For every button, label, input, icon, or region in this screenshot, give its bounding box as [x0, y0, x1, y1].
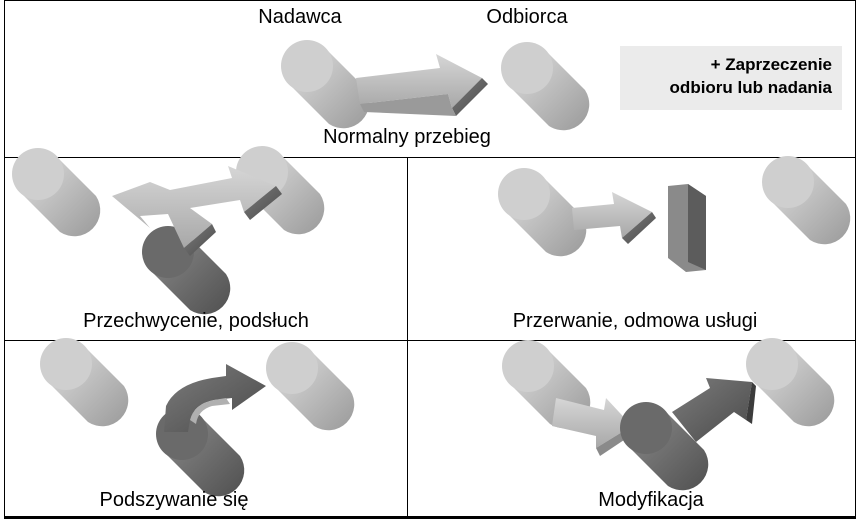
interruption-caption: Przerwanie, odmowa usługi	[513, 310, 758, 333]
arrow-normal	[356, 54, 488, 116]
cylinder-sender	[1, 137, 100, 236]
sender-label: Nadawca	[258, 6, 341, 29]
cylinder-sender	[487, 157, 586, 256]
non-repudiation-note: + Zaprzeczenie odbioru lub nadania	[620, 46, 842, 110]
impersonation-caption: Podszywanie się	[100, 489, 249, 512]
normal-flow-caption: Normalny przebieg	[323, 126, 491, 149]
modification-caption: Modyfikacja	[598, 489, 704, 512]
cylinder-receiver	[490, 31, 589, 130]
arrow-impersonation	[164, 364, 266, 432]
cylinder-receiver	[751, 145, 850, 244]
barrier-block	[668, 184, 706, 272]
interception-caption: Przechwycenie, podsłuch	[83, 310, 309, 333]
cylinder-sender	[270, 29, 369, 128]
cylinder-receiver	[29, 327, 128, 426]
note-line-1: + Zaprzeczenie	[620, 53, 832, 76]
receiver-label: Odbiorca	[486, 6, 567, 29]
note-line-2: odbioru lub nadania	[620, 76, 832, 99]
arrow-interception	[112, 166, 282, 256]
cylinder-receiver	[255, 331, 354, 430]
